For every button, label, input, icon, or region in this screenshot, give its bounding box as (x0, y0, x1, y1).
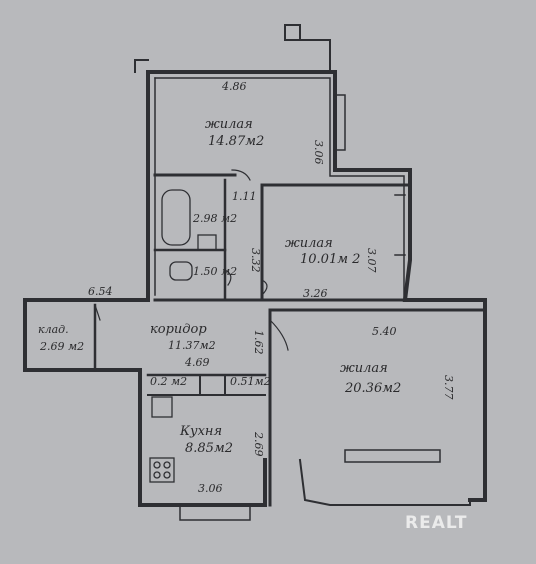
room-label-living-3: жилая (340, 361, 388, 376)
room-area-closet-2: 0.51м2 (230, 375, 271, 388)
dimension-label: 3.32 (249, 248, 262, 273)
stove-burner-icon (153, 461, 161, 469)
dimension-label: 3.06 (312, 140, 325, 165)
dimension-label: 4.86 (221, 80, 247, 93)
stove-icon (149, 457, 175, 483)
stove-burner-icon (163, 461, 171, 469)
room-area-corridor: 11.37м2 (168, 339, 216, 352)
dimension-label: 3.26 (303, 287, 328, 300)
room-area-storage: 2.69 м2 (39, 340, 84, 353)
room-area-living-3: 20.36м2 (344, 381, 401, 396)
dimension-label: 5.40 (372, 325, 397, 338)
stove-burner-icon (153, 471, 161, 479)
room-area-bath: 2.98 м2 (192, 212, 237, 225)
dimension-label: 1.62 (252, 330, 265, 355)
stove-burner-icon (163, 471, 171, 479)
watermark-text: REALT (405, 513, 467, 533)
dimension-label: 3.77 (442, 375, 455, 400)
bathtub-icon (161, 189, 191, 246)
kitchen-sink-icon (151, 396, 173, 418)
dimension-label: 2.69 (252, 431, 265, 457)
room-label-living-1: жилая (205, 117, 253, 132)
room-area-closet-1: 0.2 м2 (150, 375, 187, 388)
room-area-wc: 1.50 м2 (193, 265, 237, 278)
room-area-living-2: 10.01м 2 (300, 252, 360, 267)
sink-icon (197, 234, 217, 251)
room-area-living-1: 14.87м2 (208, 134, 264, 149)
dimension-label: 3.07 (365, 248, 378, 273)
dimension-label: 3.06 (198, 482, 223, 495)
room-label-storage: клад. (38, 323, 69, 336)
walls (23, 24, 487, 521)
dimension-label: 1.11 (232, 190, 257, 203)
toilet-icon (169, 261, 193, 281)
dimension-label: 4.69 (184, 356, 210, 369)
room-label-kitchen: Кухня (179, 424, 222, 439)
room-area-kitchen: 8.85м2 (185, 441, 233, 456)
fixtures (149, 189, 217, 483)
dimension-label: 6.54 (88, 285, 113, 298)
room-label-corridor: коридор (150, 322, 207, 337)
room-label-living-2: жилая (285, 236, 333, 251)
